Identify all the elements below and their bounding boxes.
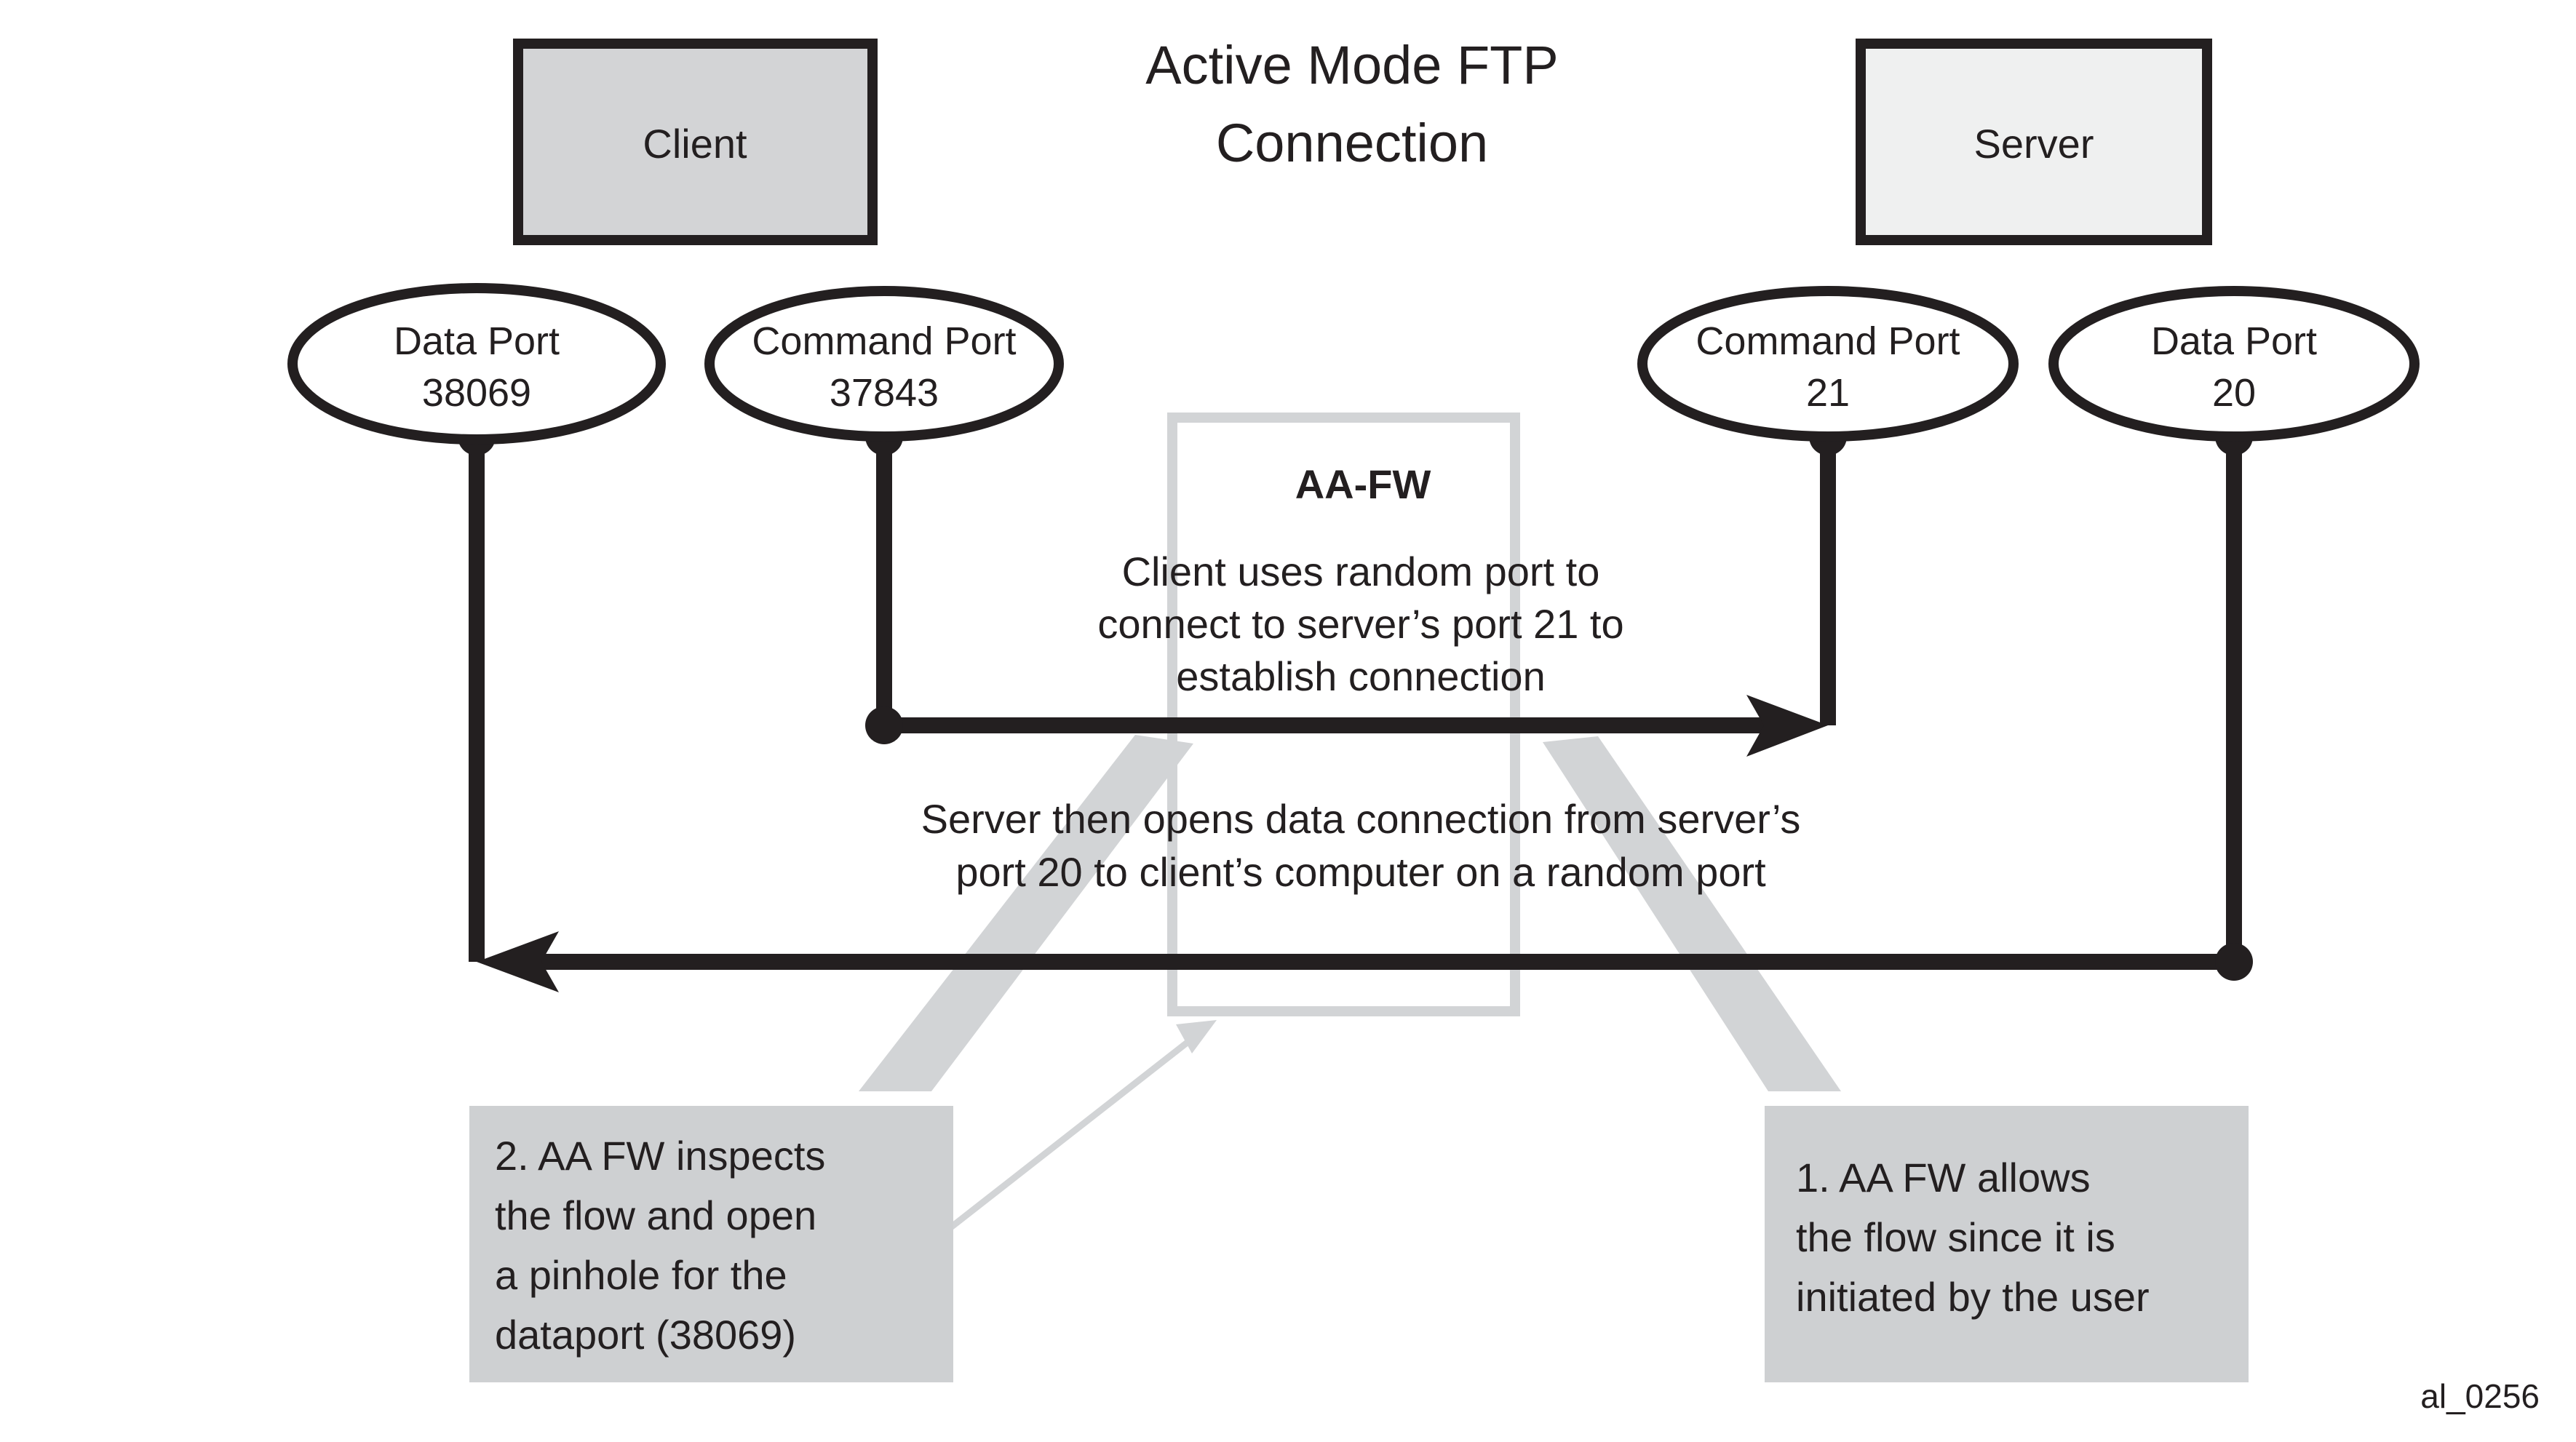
dot-data-bend [2215,943,2253,981]
command-flow-line-2: connect to server’s port 21 to [1097,601,1623,647]
client-command-port-node[interactable]: Command Port 37843 [704,286,1064,442]
server-data-port-value: 20 [2212,371,2256,415]
data-flow-line-1: Server then opens data connection from s… [921,796,1801,842]
page-title: Active Mode FTP Connection [1145,35,1559,173]
data-flow-description: Server then opens data connection from s… [921,796,1801,895]
pointer-wedge-left [859,735,1193,1091]
data-flow-line-2: port 20 to client’s computer on a random… [955,849,1766,895]
server-data-port-ellipse [2048,286,2420,442]
command-flow-description: Client uses random port to connect to se… [1097,549,1623,699]
firewall-label: AA-FW [1295,461,1431,507]
title-line-2: Connection [1216,113,1488,173]
client-command-port-label: Command Port [752,319,1016,363]
pointer-wedge-right [1543,736,1841,1091]
callout-step-2[interactable]: 2. AA FW inspects the flow and open a pi… [469,1106,953,1382]
figure-code-label: al_0256 [2420,1377,2540,1415]
client-data-port-value: 38069 [422,371,531,415]
server-box-label: Server [1974,121,2094,167]
callout-step-2-line-4: dataport (38069) [495,1312,796,1358]
client-data-port-node[interactable]: Data Port 38069 [287,283,666,445]
command-flow-line-1: Client uses random port to [1122,549,1600,594]
server-command-port-label: Command Port [1696,319,1960,363]
dot-command-bend [865,706,903,744]
client-data-port-ellipse [287,283,666,445]
callout-step-1-line-1: 1. AA FW allows [1796,1155,2091,1200]
pointer-thin-arrowhead [1176,1020,1217,1053]
connection-lines [458,418,2253,992]
callout-step-2-line-1: 2. AA FW inspects [495,1133,825,1179]
server-command-port-node[interactable]: Command Port 21 [1637,286,2019,442]
callout-pointer-wedges [859,735,1841,1240]
firewall-box [1167,413,1520,1016]
client-box-rect [513,39,878,245]
server-command-port-value: 21 [1806,371,1850,415]
server-command-port-ellipse [1637,286,2019,442]
client-command-port-value: 37843 [830,371,939,415]
callout-step-2-line-2: the flow and open [495,1192,816,1238]
callout-step-2-box [469,1106,953,1382]
callout-step-1-line-3: initiated by the user [1796,1274,2150,1320]
callout-step-1-box [1765,1106,2249,1382]
pointer-thin-arrow [937,1030,1201,1240]
title-line-1: Active Mode FTP [1145,35,1559,95]
server-data-port-label: Data Port [2151,319,2317,363]
callout-step-1[interactable]: 1. AA FW allows the flow since it is ini… [1765,1106,2249,1382]
command-flow-line-3: establish connection [1176,653,1545,699]
server-box[interactable]: Server [1856,39,2212,245]
server-box-rect [1856,39,2212,245]
client-box-label: Client [643,121,747,167]
client-data-port-label: Data Port [394,319,560,363]
data-arrowhead [477,931,559,992]
client-box[interactable]: Client [513,39,878,245]
callout-step-1-line-2: the flow since it is [1796,1214,2115,1260]
server-data-port-node[interactable]: Data Port 20 [2048,286,2420,442]
client-command-port-ellipse [704,286,1064,442]
callout-step-2-line-3: a pinhole for the [495,1252,787,1298]
command-arrowhead [1746,695,1828,757]
